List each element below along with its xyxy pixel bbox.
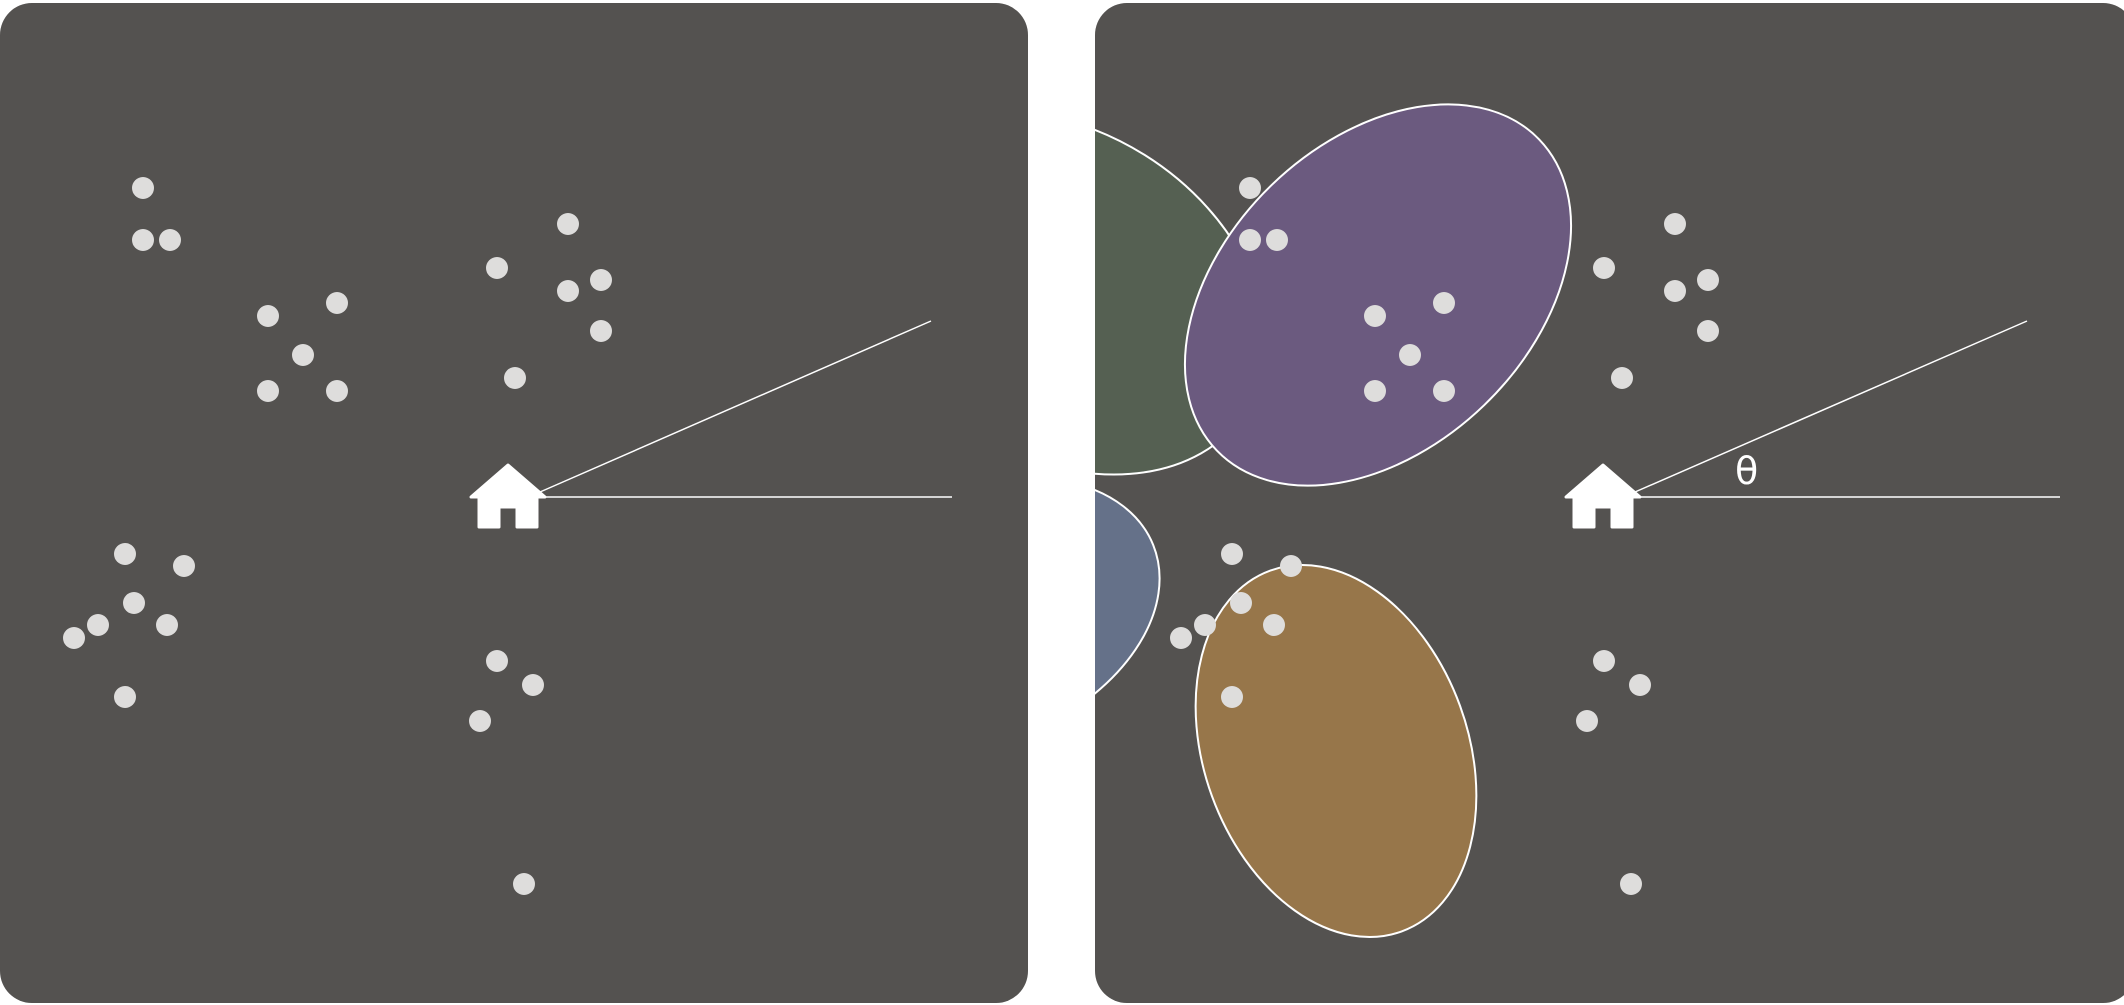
data-point	[1221, 543, 1243, 565]
data-point	[1399, 344, 1421, 366]
angle-ray-left	[539, 320, 932, 493]
data-point	[257, 305, 279, 327]
angle-theta-label: θ	[1735, 449, 1758, 493]
data-point	[1697, 320, 1719, 342]
home-icon	[1564, 463, 1642, 529]
data-point	[1433, 292, 1455, 314]
data-point	[486, 257, 508, 279]
data-point	[557, 213, 579, 235]
data-point	[1664, 280, 1686, 302]
data-point	[326, 292, 348, 314]
scatter-plot-right: θ	[1095, 103, 2060, 938]
data-point	[1620, 873, 1642, 895]
data-point	[87, 614, 109, 636]
data-point	[513, 873, 535, 895]
data-point	[114, 543, 136, 565]
data-point	[1364, 305, 1386, 327]
home-icon	[469, 463, 547, 529]
data-point	[1280, 555, 1302, 577]
panel-left	[0, 3, 1028, 1003]
data-point	[1433, 380, 1455, 402]
data-point	[1364, 380, 1386, 402]
cluster-ellipse-blue	[1095, 476, 1161, 756]
data-point	[1593, 257, 1615, 279]
data-point	[1266, 229, 1288, 251]
data-points-right	[1170, 177, 1719, 895]
data-point	[469, 710, 491, 732]
data-point	[156, 614, 178, 636]
panel-right: θ	[1095, 3, 2124, 1003]
data-point	[1230, 592, 1252, 614]
data-point	[1221, 686, 1243, 708]
data-point	[1611, 367, 1633, 389]
cluster-ellipses	[1095, 103, 1573, 938]
data-point	[1263, 614, 1285, 636]
data-points-left	[63, 177, 612, 895]
data-point	[590, 269, 612, 291]
cluster-ellipse-orange	[1194, 564, 1478, 938]
data-point	[522, 674, 544, 696]
data-point	[132, 229, 154, 251]
data-point	[1194, 614, 1216, 636]
data-point	[1593, 650, 1615, 672]
data-point	[123, 592, 145, 614]
data-point	[1664, 213, 1686, 235]
data-point	[63, 627, 85, 649]
data-point	[326, 380, 348, 402]
data-point	[132, 177, 154, 199]
scatter-plot-left	[63, 177, 952, 895]
data-point	[173, 555, 195, 577]
data-point	[1239, 229, 1261, 251]
data-point	[1170, 627, 1192, 649]
data-point	[1239, 177, 1261, 199]
data-point	[114, 686, 136, 708]
data-point	[257, 380, 279, 402]
angle-ray-right	[1634, 320, 2028, 493]
data-point	[590, 320, 612, 342]
data-point	[504, 367, 526, 389]
cluster-ellipse-purple	[1183, 103, 1573, 487]
data-point	[1576, 710, 1598, 732]
data-point	[159, 229, 181, 251]
data-point	[557, 280, 579, 302]
data-point	[486, 650, 508, 672]
data-point	[1629, 674, 1651, 696]
data-point	[292, 344, 314, 366]
data-point	[1697, 269, 1719, 291]
